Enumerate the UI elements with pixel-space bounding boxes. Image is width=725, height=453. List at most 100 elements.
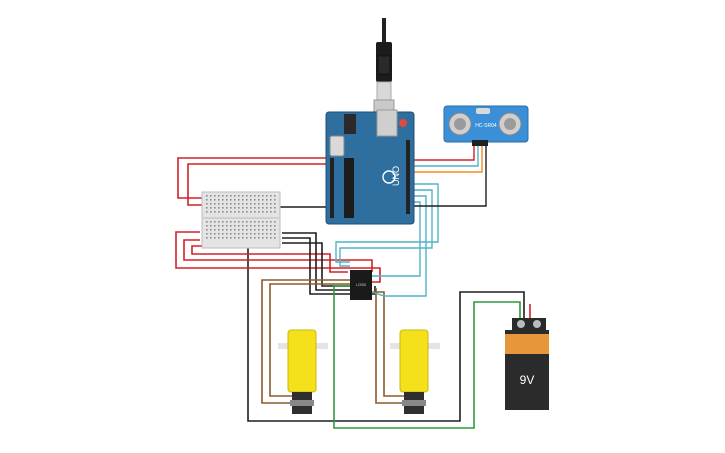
breadboard-hole	[210, 211, 212, 213]
breadboard-hole	[246, 203, 248, 205]
breadboard	[201, 191, 281, 249]
breadboard-hole	[218, 233, 220, 235]
breadboard-hole	[238, 203, 240, 205]
breadboard-hole	[262, 199, 264, 201]
arduino-uno-board: UNO	[325, 109, 415, 225]
breadboard-hole	[246, 225, 248, 227]
breadboard-hole	[218, 225, 220, 227]
wire-sensor-cyan	[410, 146, 479, 167]
breadboard-hole	[262, 207, 264, 209]
breadboard-hole	[266, 221, 268, 223]
breadboard-hole	[238, 233, 240, 235]
breadboard-hole	[270, 233, 272, 235]
breadboard-hole	[230, 229, 232, 231]
breadboard-hole	[210, 229, 212, 231]
breadboard-hole	[270, 199, 272, 201]
breadboard-hole	[234, 207, 236, 209]
breadboard-hole	[230, 221, 232, 223]
breadboard-hole	[238, 237, 240, 239]
breadboard-hole	[274, 203, 276, 205]
breadboard-hole	[262, 225, 264, 227]
wire-brown-right-2	[372, 291, 404, 397]
breadboard-hole	[266, 233, 268, 235]
breadboard-hole	[270, 207, 272, 209]
breadboard-hole	[258, 233, 260, 235]
breadboard-hole	[210, 221, 212, 223]
breadboard-hole	[246, 229, 248, 231]
breadboard-hole	[246, 221, 248, 223]
breadboard-hole	[226, 195, 228, 197]
breadboard-hole	[258, 225, 260, 227]
breadboard-hole	[266, 207, 268, 209]
breadboard-hole	[230, 195, 232, 197]
breadboard-hole	[242, 207, 244, 209]
breadboard-hole	[238, 195, 240, 197]
breadboard-hole	[206, 195, 208, 197]
breadboard-hole	[226, 221, 228, 223]
wire-black-driver-1	[282, 232, 350, 291]
breadboard-hole	[238, 207, 240, 209]
breadboard-hole	[206, 237, 208, 239]
wire-sensor-red	[404, 146, 475, 161]
breadboard-hole	[210, 203, 212, 205]
breadboard-hole	[270, 211, 272, 213]
breadboard-hole	[246, 207, 248, 209]
breadboard-hole	[254, 199, 256, 201]
breadboard-hole	[258, 229, 260, 231]
breadboard-hole	[250, 207, 252, 209]
breadboard-hole	[222, 225, 224, 227]
breadboard-hole	[230, 203, 232, 205]
breadboard-hole	[266, 195, 268, 197]
breadboard-hole	[262, 203, 264, 205]
wire-cyan-3	[372, 201, 421, 277]
wire-brown-right-1	[375, 288, 404, 404]
breadboard-hole	[206, 207, 208, 209]
breadboard-hole	[230, 225, 232, 227]
arduino-brand-label: UNO	[391, 166, 401, 186]
breadboard-hole	[258, 211, 260, 213]
breadboard-hole	[274, 211, 276, 213]
breadboard-hole	[206, 229, 208, 231]
wire-red-loop-3	[191, 245, 348, 273]
breadboard-hole	[262, 195, 264, 197]
breadboard-holes	[206, 195, 276, 239]
battery-9v: 9V	[505, 318, 549, 410]
breadboard-hole	[234, 195, 236, 197]
wire-cyan-1	[339, 189, 433, 267]
breadboard-hole	[270, 195, 272, 197]
breadboard-hole	[234, 225, 236, 227]
breadboard-hole	[266, 199, 268, 201]
breadboard-hole	[262, 233, 264, 235]
breadboard-hole	[210, 225, 212, 227]
motor-driver-label: L293D	[356, 283, 367, 287]
wire-brown-left-2	[269, 283, 350, 397]
breadboard-hole	[210, 207, 212, 209]
breadboard-hole	[258, 237, 260, 239]
breadboard-hole	[270, 237, 272, 239]
breadboard-hole	[258, 221, 260, 223]
breadboard-hole	[230, 207, 232, 209]
wire-cyan-4	[335, 183, 439, 263]
breadboard-hole	[214, 225, 216, 227]
breadboard-hole	[262, 237, 264, 239]
breadboard-hole	[214, 233, 216, 235]
breadboard-hole	[214, 221, 216, 223]
breadboard-hole	[222, 233, 224, 235]
breadboard-hole	[274, 237, 276, 239]
breadboard-hole	[250, 199, 252, 201]
breadboard-hole	[250, 233, 252, 235]
breadboard-hole	[234, 237, 236, 239]
sensor-model-label: HC-SR04	[475, 123, 497, 129]
breadboard-hole	[238, 221, 240, 223]
breadboard-hole	[222, 195, 224, 197]
breadboard-hole	[258, 195, 260, 197]
breadboard-hole	[218, 203, 220, 205]
breadboard-hole	[210, 237, 212, 239]
breadboard-hole	[206, 233, 208, 235]
wire-red-arduino-breadboard	[177, 157, 330, 199]
wire-sensor-orange	[410, 146, 483, 173]
breadboard-hole	[250, 195, 252, 197]
breadboard-hole	[274, 195, 276, 197]
breadboard-hole	[250, 229, 252, 231]
